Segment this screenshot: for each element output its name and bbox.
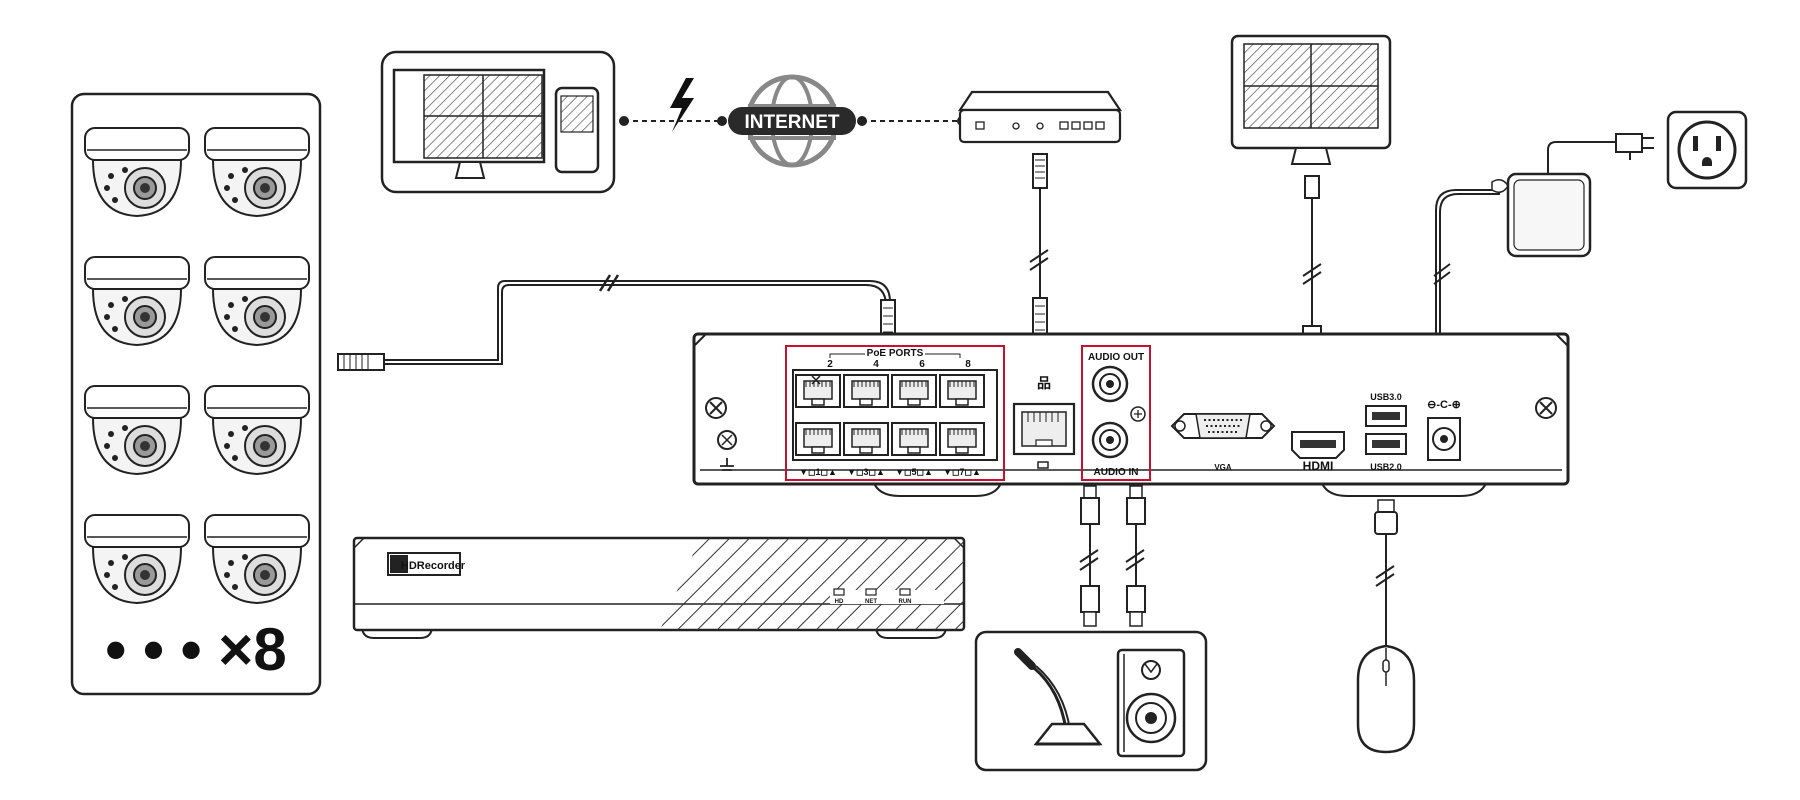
poe-port-number: 8	[965, 359, 971, 370]
vga-label: VGA	[1214, 463, 1232, 472]
router-icon	[957, 90, 1123, 144]
mouse-cable	[1374, 499, 1398, 650]
led-label: RUN	[899, 599, 912, 605]
poe-port-label: ▼◻5◻▲	[895, 467, 933, 477]
power-adapter	[1433, 133, 1654, 370]
microphone-icon	[1014, 648, 1103, 746]
led-label: NET	[865, 599, 877, 605]
poe-port[interactable]	[795, 374, 841, 408]
screw-icon	[705, 397, 727, 419]
poe-port-label: ▼◻1◻▲	[799, 467, 837, 477]
lan-cable	[1029, 153, 1049, 339]
poe-port[interactable]	[891, 374, 937, 408]
usb3-label: USB3.0	[1370, 392, 1402, 402]
camera-count-label: • • • ×8	[105, 616, 286, 683]
audio-out-jack[interactable]	[1091, 365, 1129, 403]
poe-port[interactable]	[939, 374, 985, 408]
poe-port[interactable]	[939, 422, 985, 456]
computer-and-phone	[380, 50, 616, 194]
internet-globe: INTERNET	[728, 74, 856, 168]
audio-in-label: AUDIO IN	[1094, 467, 1139, 478]
poe-port[interactable]	[795, 422, 841, 456]
brand-label: HDRecorder	[401, 560, 466, 572]
audio-in-jack[interactable]	[1091, 421, 1129, 459]
audio-highlight	[1081, 345, 1151, 481]
mouse-icon	[1356, 644, 1416, 754]
nvr-front: HDRecorder HD NET RUN	[352, 536, 966, 639]
poe-port[interactable]	[843, 374, 889, 408]
dc-polarity-icon: ⊖-C-⊕	[1427, 399, 1461, 411]
dc-power-jack[interactable]	[1427, 417, 1461, 461]
power-outlet-icon	[1666, 110, 1748, 190]
poe-port-number: 4	[873, 359, 879, 370]
hdmi-monitor	[1230, 34, 1392, 165]
mic-speaker-box	[974, 630, 1208, 772]
poe-port[interactable]	[843, 422, 889, 456]
poe-title: PoE PORTS	[867, 348, 924, 359]
lan-port[interactable]	[1012, 402, 1076, 456]
lightning-icon	[670, 78, 694, 132]
camera-panel: • • • ×8	[70, 92, 322, 696]
led-label: HD	[835, 599, 844, 605]
vga-port[interactable]	[1170, 413, 1276, 439]
ground-screw-icon	[717, 430, 737, 471]
poe-port[interactable]	[891, 422, 937, 456]
nvr-rear-panel: PoE PORTS 2 4 6 8 ▼◻1◻▲ ▼◻3◻▲ ▼◻5◻▲ ▼◻7◻…	[692, 332, 1570, 497]
screw-icon	[1130, 406, 1146, 422]
poe-port-label: ▼◻7◻▲	[943, 467, 981, 477]
speaker-icon	[1116, 648, 1186, 758]
lan-symbol-icon: 品	[1037, 375, 1051, 391]
internet-label: INTERNET	[745, 112, 840, 133]
hdmi-label: HDMI	[1303, 459, 1334, 473]
poe-port-label: ▼◻3◻▲	[847, 467, 885, 477]
poe-ports-highlight	[785, 345, 1005, 481]
usb2-label: USB2.0	[1370, 462, 1402, 472]
hdmi-port[interactable]	[1291, 431, 1345, 459]
screw-icon	[1535, 397, 1557, 419]
usb2-port[interactable]	[1365, 433, 1407, 455]
poe-port-number: 2	[827, 359, 833, 370]
audio-cables	[1079, 485, 1146, 627]
poe-port-number: 6	[919, 359, 925, 370]
hdmi-cable	[1302, 175, 1322, 355]
usb3-port[interactable]	[1365, 405, 1407, 427]
audio-out-label: AUDIO OUT	[1088, 352, 1144, 363]
